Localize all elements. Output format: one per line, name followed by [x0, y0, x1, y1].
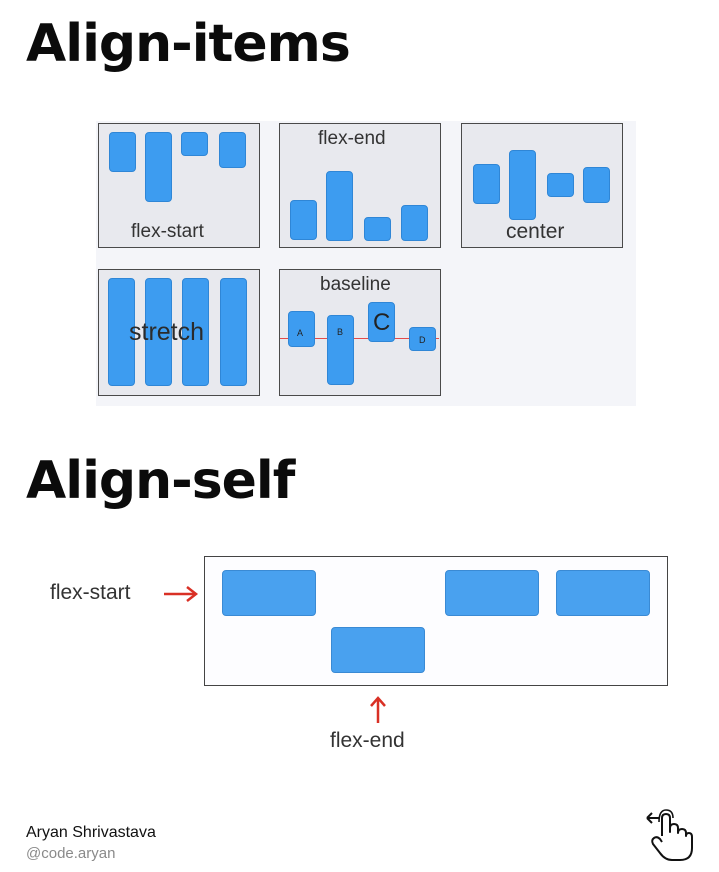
item-3: [182, 278, 209, 386]
align-self-container: [204, 556, 668, 686]
item-3: [547, 173, 574, 197]
stretch-label: stretch: [129, 318, 205, 346]
align-self-flex-end-label: flex-end: [330, 729, 405, 752]
item-2: [145, 278, 172, 386]
item-2: [145, 132, 172, 202]
item-1: [108, 278, 135, 386]
baseline-item-c: C: [368, 302, 395, 342]
item-b-letter: B: [337, 327, 344, 337]
item-2: [326, 171, 353, 241]
author-handle: @code.aryan: [26, 845, 116, 862]
baseline-label: baseline: [320, 274, 391, 295]
baseline-box: baseline A B C D: [279, 269, 441, 396]
item-2: [509, 150, 536, 220]
item-a-letter: A: [297, 328, 304, 338]
item-1: [109, 132, 136, 172]
flex-end-box: flex-end: [279, 123, 441, 248]
flex-start-label: flex-start: [131, 221, 204, 242]
item-1: [473, 164, 500, 204]
item-4: [583, 167, 610, 203]
self-item-4: [556, 570, 650, 616]
align-self-title: Align-self: [26, 451, 295, 511]
swipe-hand-icon[interactable]: [645, 808, 697, 864]
center-box: center: [461, 123, 623, 248]
author-name: Aryan Shrivastava: [26, 824, 156, 841]
align-self-flex-start-label: flex-start: [50, 581, 131, 604]
self-item-1: [222, 570, 316, 616]
center-label: center: [506, 220, 565, 243]
arrow-right-icon: [164, 586, 199, 602]
baseline-item-a: A: [288, 311, 315, 347]
align-items-title: Align-items: [26, 14, 351, 74]
stretch-box: stretch: [98, 269, 260, 396]
item-d-letter: D: [419, 335, 426, 345]
item-c-letter: C: [373, 309, 391, 336]
item-3: [364, 217, 391, 241]
item-1: [290, 200, 317, 240]
baseline-item-b: B: [327, 315, 354, 385]
flex-start-box: flex-start: [98, 123, 260, 248]
baseline-line: [280, 338, 439, 339]
baseline-item-d: D: [409, 327, 436, 351]
self-item-3: [445, 570, 539, 616]
item-4: [401, 205, 428, 241]
flex-end-label: flex-end: [318, 128, 386, 149]
arrow-up-icon: [370, 696, 386, 723]
item-4: [219, 132, 246, 168]
item-3: [181, 132, 208, 156]
self-item-2-flex-end: [331, 627, 425, 673]
item-4: [220, 278, 247, 386]
